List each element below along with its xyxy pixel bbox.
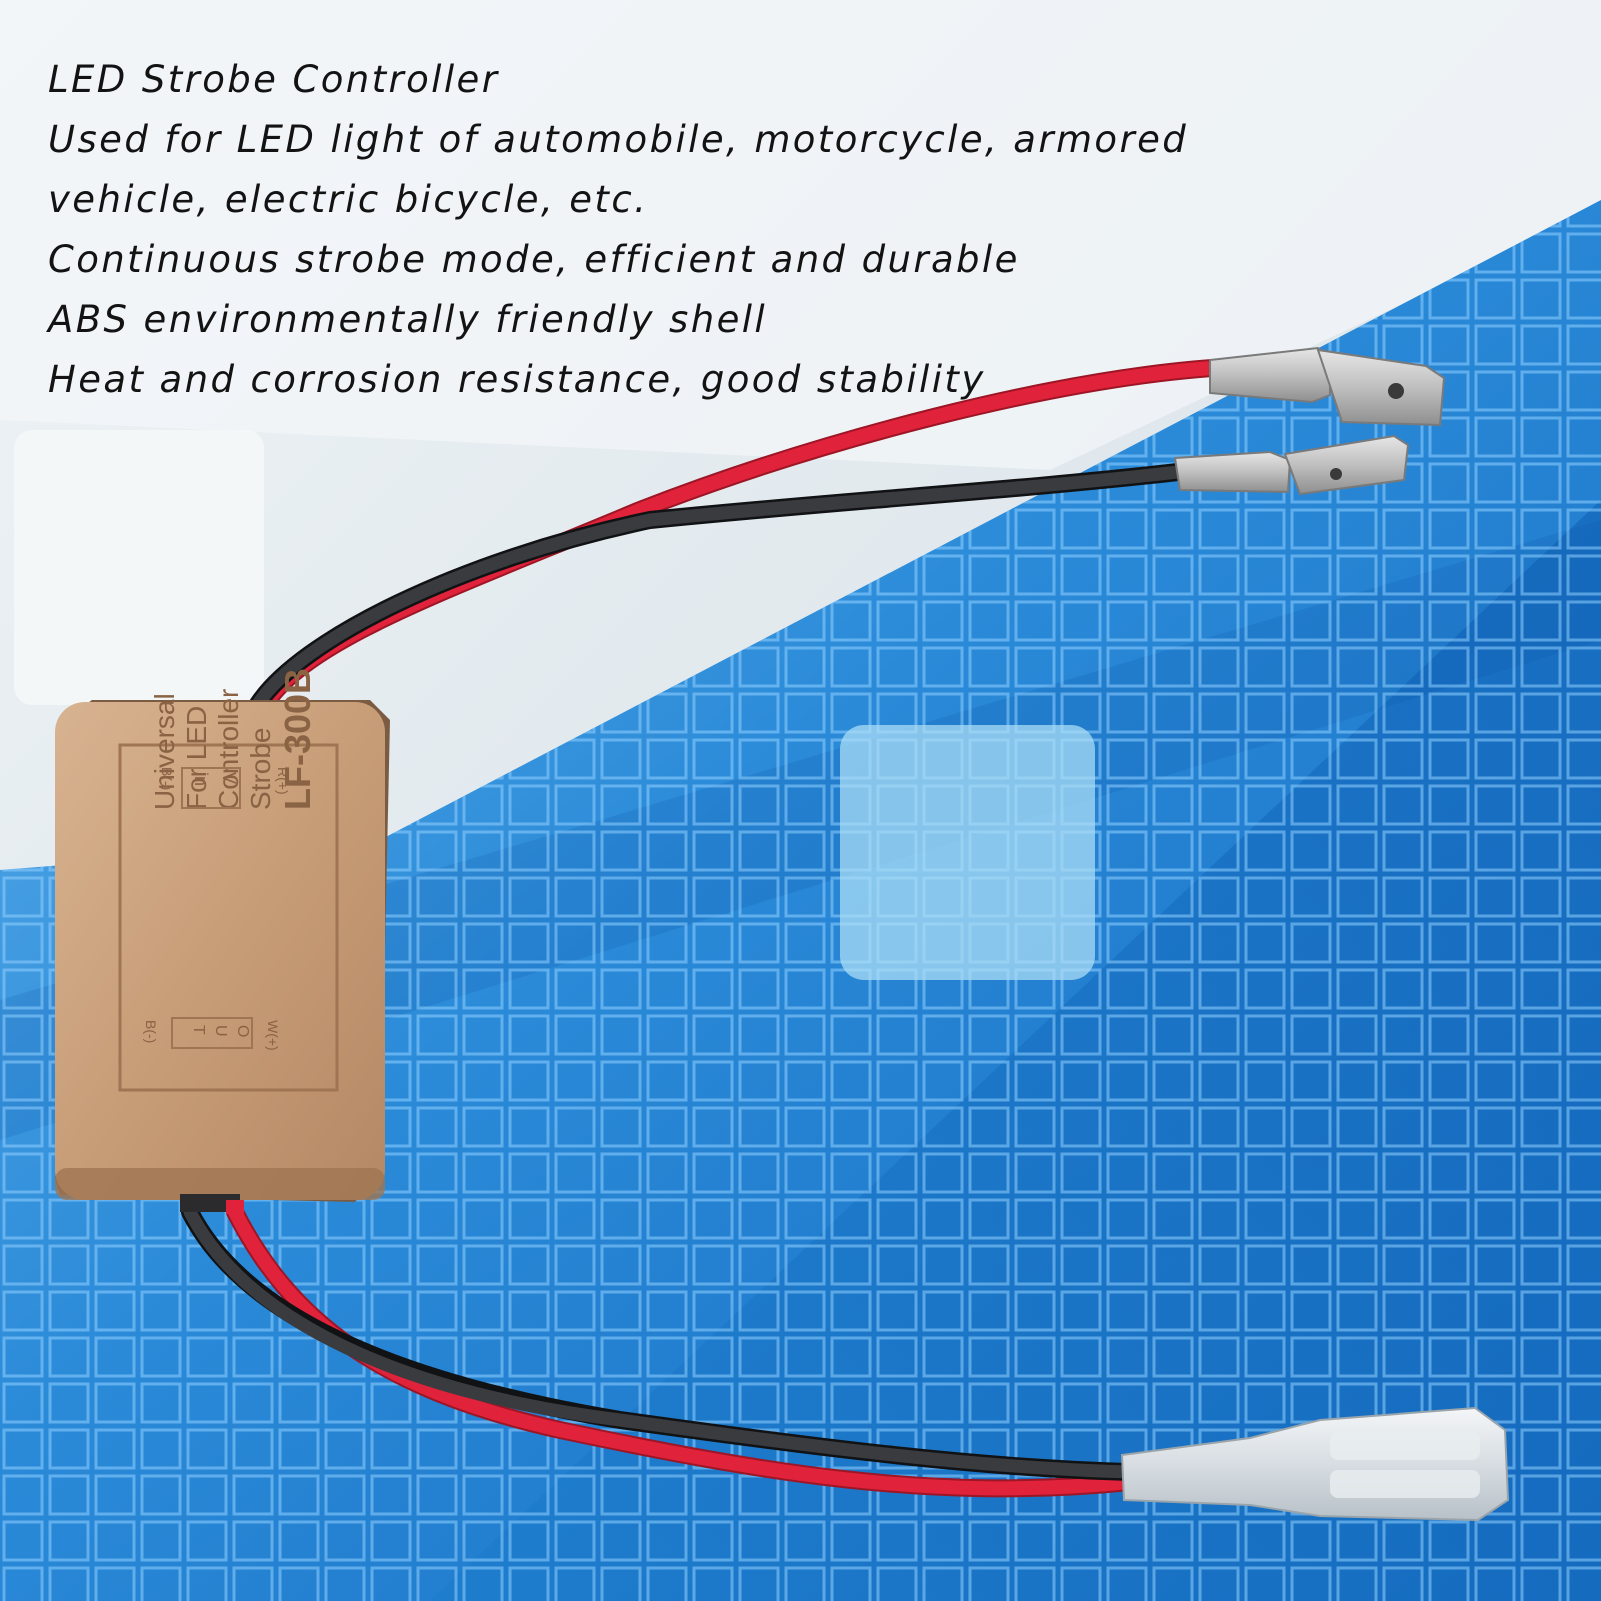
feature-line-1: Used for LED light of automobile, motorc… — [48, 118, 1189, 161]
housing-label: LF-300B Strobe Controller For LED Univer… — [149, 668, 318, 810]
housing-line-strobe: Strobe — [245, 728, 276, 811]
feature-line-2: vehicle, electric bicycle, etc. — [48, 178, 649, 221]
housing-line-for-led: For LED — [181, 706, 212, 810]
output-o-label: O — [234, 1025, 251, 1037]
bottom-wire-pair — [181, 1203, 1139, 1498]
feature-line-4: ABS environmentally friendly shell — [48, 298, 768, 341]
feature-line-3: Continuous strobe mode, efficient and du… — [48, 238, 1020, 281]
top-wire-pair — [249, 359, 1221, 719]
output-t-label: T — [190, 1025, 207, 1035]
output-positive-label: W(+) — [265, 1020, 281, 1051]
housing-line-universal: Universal — [149, 693, 180, 810]
feature-title: LED Strobe Controller — [48, 58, 500, 101]
input-negative-label: B(-) — [159, 767, 175, 790]
input-positive-label: R(+) — [275, 767, 291, 795]
input-v-label: V — [219, 772, 239, 784]
output-u-label: U — [212, 1025, 229, 1037]
housing-line-controller: Controller — [213, 689, 244, 810]
output-negative-label: B(-) — [143, 1020, 159, 1043]
feature-line-5: Heat and corrosion resistance, good stab… — [48, 358, 986, 401]
input-in-label: in — [191, 772, 211, 786]
top-connector-terminals — [1173, 346, 1446, 496]
feature-list: LED Strobe Controller Used for LED light… — [48, 50, 1188, 410]
bottom-connector-sleeve — [1120, 1406, 1510, 1522]
model-number: LF-300B — [277, 668, 318, 810]
controller-housing: LF-300B Strobe Controller For LED Univer… — [55, 668, 390, 1214]
